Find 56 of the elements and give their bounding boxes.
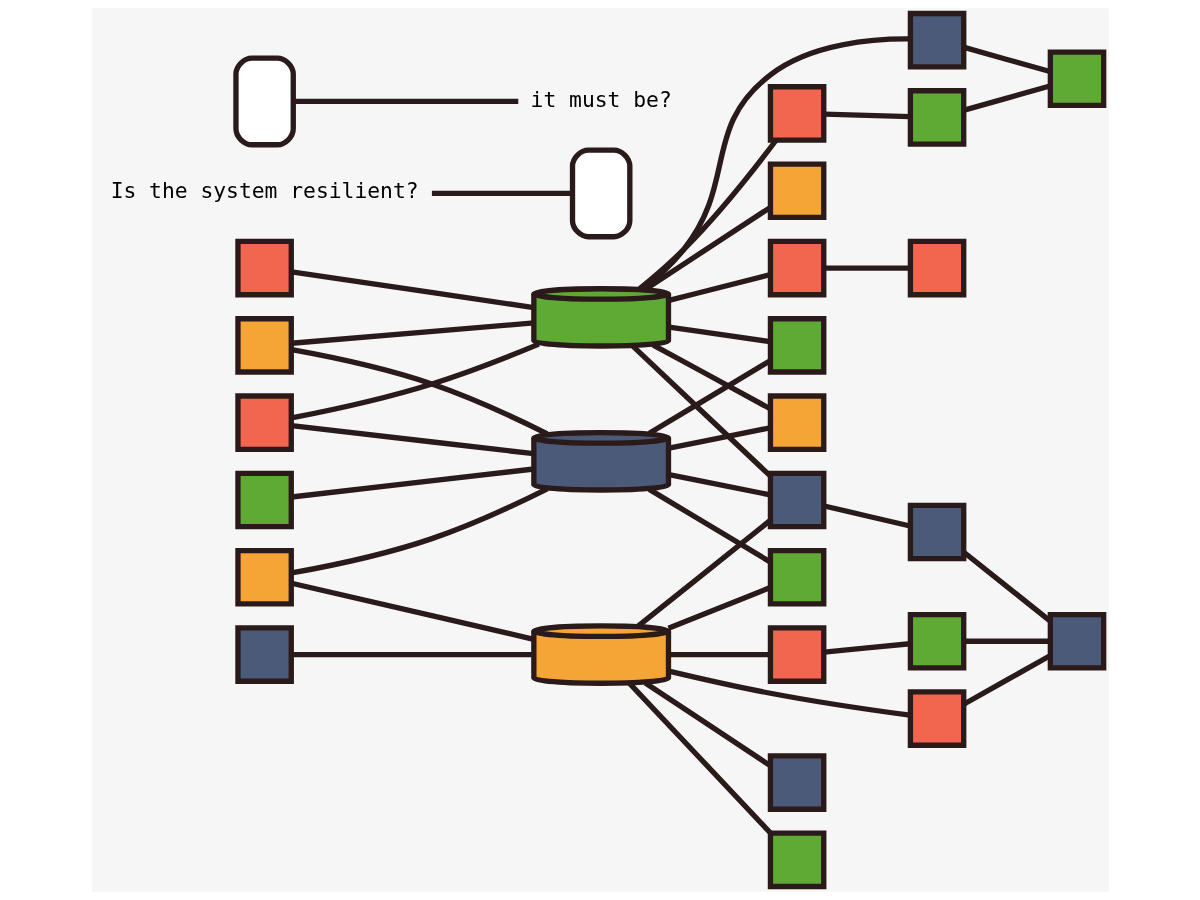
node-box bbox=[767, 84, 826, 143]
connector bbox=[291, 651, 534, 658]
node-box bbox=[907, 88, 966, 147]
connector bbox=[668, 472, 771, 498]
connector bbox=[647, 358, 771, 436]
connector bbox=[627, 681, 772, 835]
connector bbox=[823, 111, 910, 120]
node-box bbox=[907, 611, 966, 671]
node-box bbox=[907, 238, 966, 298]
connector bbox=[290, 320, 534, 346]
node-box bbox=[767, 238, 826, 298]
connector bbox=[963, 44, 1051, 75]
node-box bbox=[767, 161, 826, 221]
node-box bbox=[767, 470, 826, 530]
node-person bbox=[569, 147, 632, 240]
connector bbox=[823, 503, 911, 529]
node-text: Is the system resilient? bbox=[110, 178, 419, 204]
connector bbox=[963, 83, 1051, 113]
node-box bbox=[767, 830, 826, 890]
connector bbox=[963, 638, 1050, 644]
connector bbox=[630, 344, 772, 478]
node-person bbox=[232, 55, 296, 148]
node-box bbox=[907, 502, 966, 562]
node-box bbox=[907, 10, 966, 70]
connector bbox=[651, 342, 771, 412]
node-box bbox=[234, 625, 294, 684]
node-box bbox=[767, 753, 826, 812]
connector bbox=[290, 423, 534, 457]
connector bbox=[668, 425, 771, 451]
connector bbox=[668, 651, 770, 658]
connector bbox=[823, 641, 910, 655]
connector bbox=[290, 269, 534, 311]
node-box bbox=[1047, 611, 1106, 671]
connector bbox=[290, 580, 534, 642]
node-box bbox=[767, 393, 826, 452]
connector bbox=[431, 190, 572, 197]
node-box bbox=[1047, 49, 1106, 109]
node-box bbox=[234, 316, 294, 375]
node-box bbox=[234, 238, 294, 298]
node-box bbox=[767, 547, 826, 607]
connector bbox=[667, 585, 771, 631]
connector bbox=[823, 265, 910, 271]
node-box bbox=[907, 689, 966, 748]
connector bbox=[290, 341, 540, 421]
connector bbox=[290, 466, 534, 500]
connector bbox=[668, 324, 771, 345]
node-box bbox=[767, 316, 826, 375]
connector bbox=[290, 486, 548, 576]
node-box bbox=[767, 625, 826, 684]
node-box bbox=[234, 470, 294, 530]
node-box bbox=[234, 547, 294, 607]
node-text: it must be? bbox=[530, 86, 672, 112]
node-box bbox=[234, 393, 294, 452]
connector bbox=[647, 487, 771, 565]
connector bbox=[290, 347, 548, 437]
connector bbox=[293, 98, 518, 105]
